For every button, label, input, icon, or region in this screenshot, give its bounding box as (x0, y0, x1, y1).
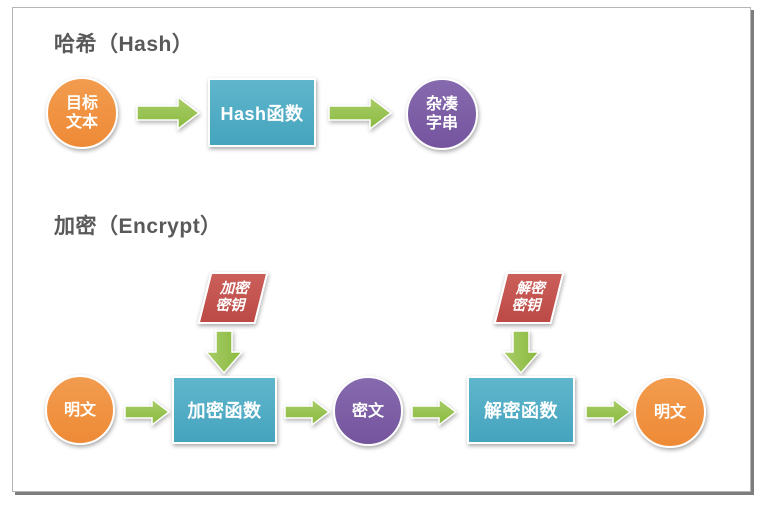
flow-arrow-icon (411, 397, 457, 427)
encrypt-function-label: 加密函数 (187, 401, 262, 421)
encrypt-key-line1: 加密 (218, 281, 252, 297)
hash-section-title: 哈希（Hash） (54, 33, 194, 56)
flow-arrow-icon (136, 95, 200, 131)
target-text-line2: 文本 (65, 114, 98, 131)
encrypt-key-line2: 密钥 (214, 298, 248, 314)
flow-arrow-icon (124, 397, 170, 427)
plaintext-input-label: 明文 (63, 401, 96, 419)
key-down-arrow-icon (501, 330, 541, 374)
ciphertext-label: 密文 (351, 402, 384, 420)
plaintext-output-label: 明文 (653, 403, 686, 421)
decrypt-function-box: 解密函数 (467, 376, 575, 444)
hash-function-box: Hash函数 (208, 78, 316, 147)
hash-digest-line1: 杂凑 (425, 96, 458, 113)
target-text-line1: 目标 (65, 95, 98, 112)
plaintext-input-circle: 明文 (45, 375, 115, 445)
flow-arrow-icon (585, 397, 631, 427)
decrypt-key-line2: 密钥 (510, 298, 544, 314)
hash-digest-circle: 杂凑 字串 (406, 78, 478, 150)
decrypt-key-line1: 解密 (514, 281, 548, 297)
encrypt-section-title: 加密（Encrypt） (54, 215, 222, 238)
flow-arrow-icon (328, 95, 392, 131)
ciphertext-circle: 密文 (333, 376, 403, 446)
target-text-circle: 目标 文本 (46, 77, 118, 149)
hash-digest-line2: 字串 (425, 115, 458, 132)
plaintext-output-circle: 明文 (634, 376, 706, 448)
encrypt-function-box: 加密函数 (172, 376, 277, 444)
flow-arrow-icon (284, 397, 330, 427)
hash-function-label: Hash函数 (220, 103, 304, 124)
decrypt-function-label: 解密函数 (484, 401, 558, 421)
key-down-arrow-icon (204, 330, 244, 374)
